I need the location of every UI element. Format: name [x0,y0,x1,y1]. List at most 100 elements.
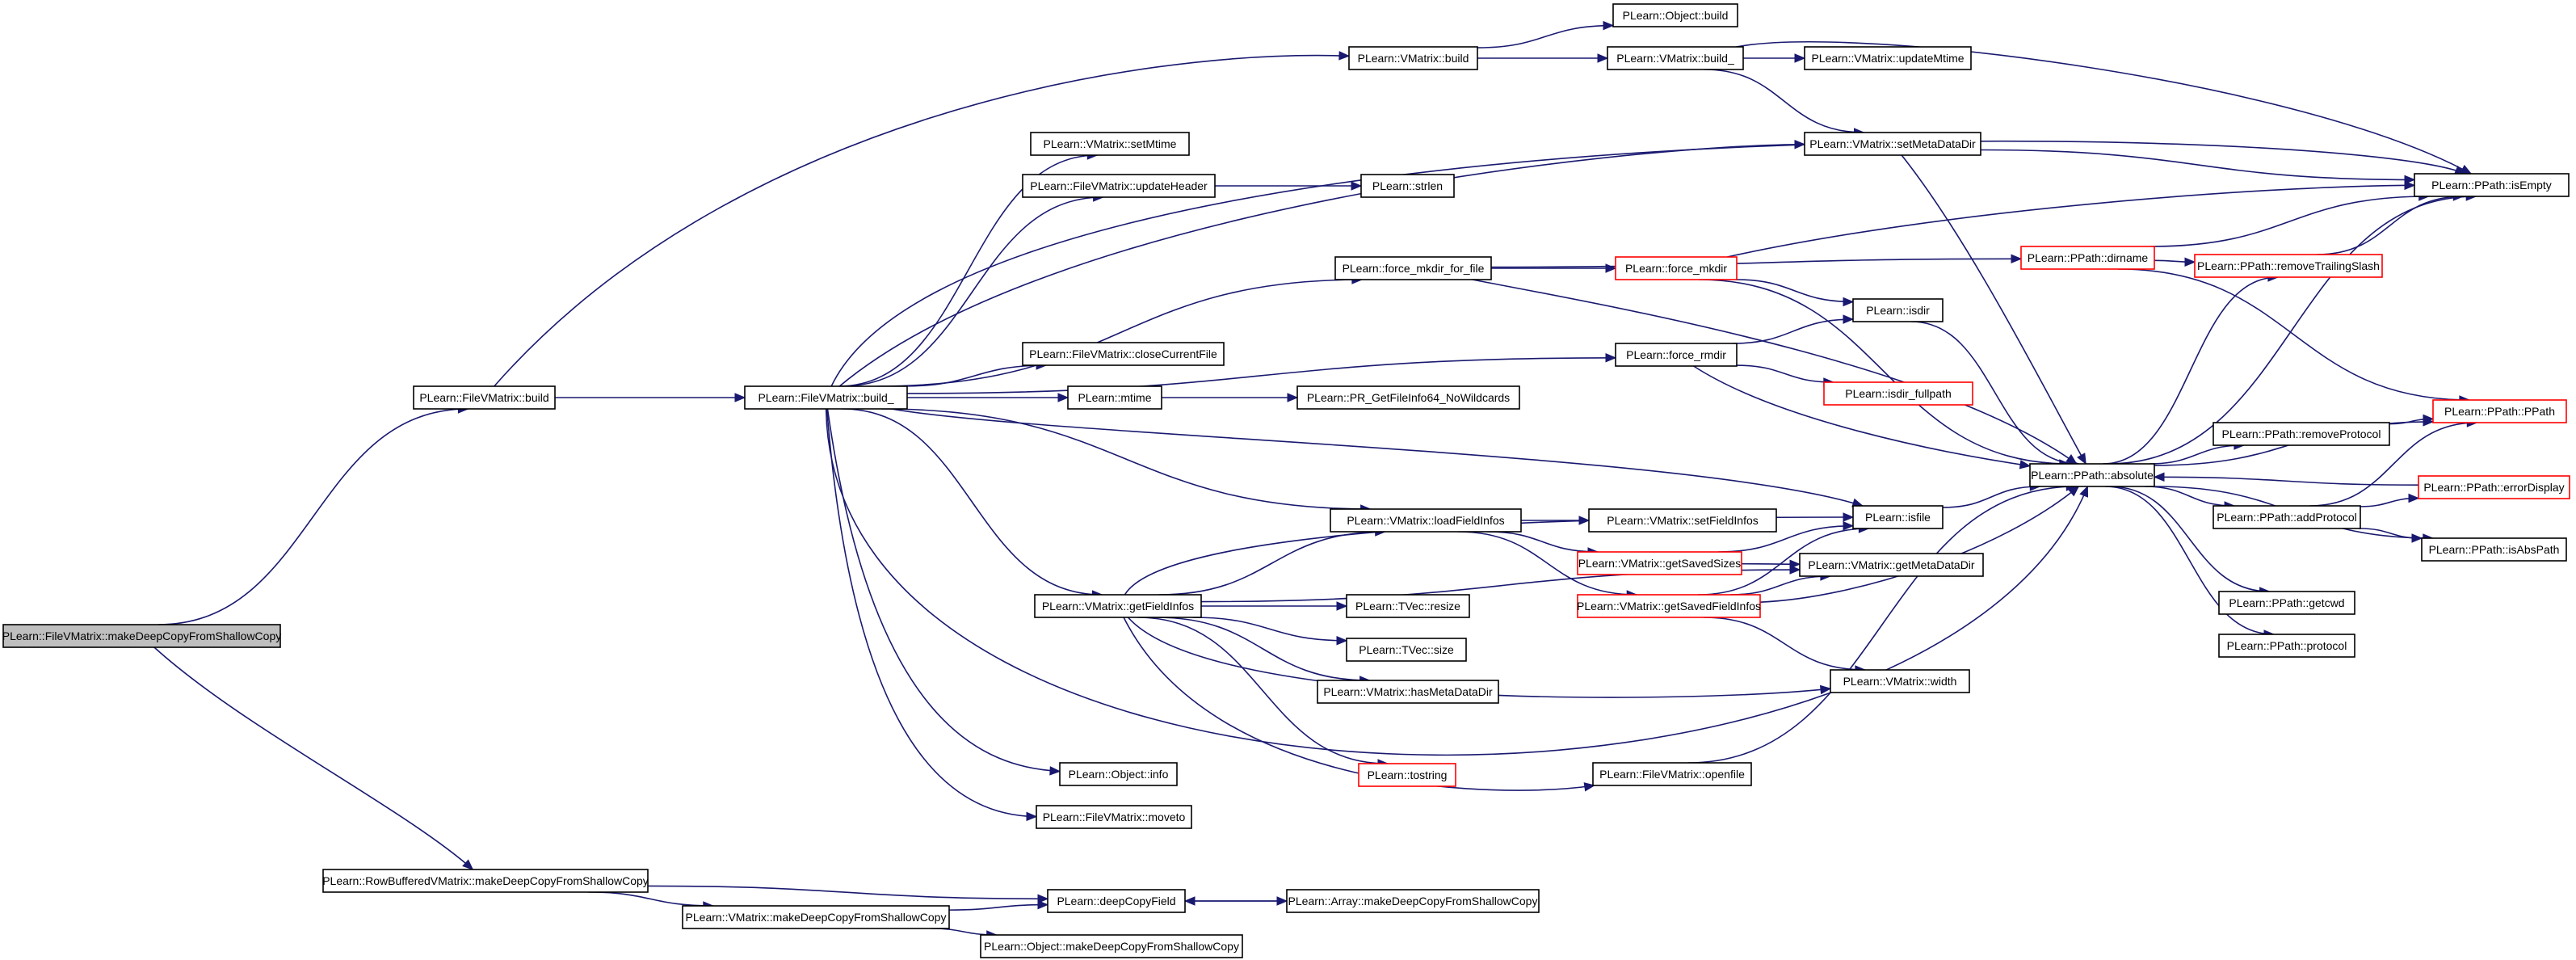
edge-line [1699,279,2070,465]
edge-line [1732,318,1854,344]
edge-n25-n37 [2109,486,2271,596]
edge-line [1472,279,2078,465]
edge-line [1727,184,2415,258]
node-n6[interactable]: PLearn::VMatrix::build_ [1607,46,1744,70]
edge-n4-n45 [826,408,1038,822]
edge-n47-n46 [1183,896,1287,906]
node-n41[interactable]: PLearn::VMatrix::hasMetaDataDir [1317,680,1499,704]
node-n19[interactable]: PLearn::isdir_fullpath [1823,381,1973,406]
node-n27[interactable]: PLearn::VMatrix::loadFieldInfos [1330,508,1522,533]
node-n33[interactable]: PLearn::VMatrix::getMetaDataDir [1799,553,1984,577]
edge-line [1192,617,1347,642]
node-box [1588,508,1777,533]
edge-line [2107,196,2477,465]
node-n38[interactable]: PLearn::TVec::size [1346,638,1467,662]
node-n9[interactable]: PLearn::PPath::isEmpty [2414,173,2570,197]
node-n3[interactable]: PLearn::VMatrix::build [1348,46,1478,70]
edge-n4-n9 [830,140,2466,387]
node-label: PLearn::PPath::removeTrailingSlash [2197,259,2380,272]
node-box [2029,463,2155,487]
node-n22[interactable]: PLearn::PR_GetFileInfo64_NoWildcards [1296,385,1520,410]
node-box [1823,381,1973,406]
edge-n34-n38 [1192,617,1348,646]
node-n47[interactable]: PLearn::Array::makeDeepCopyFromShallowCo… [1286,889,1540,913]
node-n13[interactable]: PLearn::force_mkdir_for_file [1334,256,1492,280]
node-n0[interactable]: PLearn::FileVMatrix::makeDeepCopyFromSha… [2,624,281,648]
node-n23[interactable]: PLearn::PPath::PPath [2432,399,2567,423]
edge-line [1901,154,2086,465]
node-box [1047,889,1186,913]
node-n28[interactable]: PLearn::VMatrix::setFieldInfos [1588,508,1777,533]
node-n40[interactable]: PLearn::VMatrix::width [1830,669,1970,693]
edge-line [2317,196,2464,255]
node-n42[interactable]: PLearn::tostring [1358,763,1456,787]
node-label: PLearn::TVec::size [1359,643,1454,656]
node-n4[interactable]: PLearn::FileVMatrix::build_ [744,385,908,410]
node-n16[interactable]: PLearn::PPath::removeTrailingSlash [2194,254,2383,278]
node-box [2432,399,2567,423]
edge-n32-n33 [1741,559,1801,569]
node-n44[interactable]: PLearn::FileVMatrix::openfile [1592,762,1752,786]
node-label: PLearn::VMatrix::width [1843,675,1957,688]
node-n25[interactable]: PLearn::PPath::absolute [2029,463,2155,487]
node-n45[interactable]: PLearn::FileVMatrix::moveto [1036,805,1192,829]
edge-line [1980,149,2415,181]
node-n36[interactable]: PLearn::TVec::resize [1346,594,1470,618]
node-n31[interactable]: PLearn::PPath::isAbsPath [2421,537,2567,562]
node-n21[interactable]: PLearn::mtime [1067,385,1162,410]
node-n39[interactable]: PLearn::PPath::protocol [2218,634,2355,658]
node-box [1577,594,1761,618]
node-n18[interactable]: PLearn::force_rmdir [1615,343,1738,367]
edge-line [1487,531,1599,553]
node-n1[interactable]: PLearn::FileVMatrix::build [413,385,556,410]
edge-n4-n18 [906,353,1617,394]
node-n17[interactable]: PLearn::isdir [1852,298,1944,322]
node-label: PLearn::TVec::resize [1355,600,1460,613]
edge-n21-n22 [1161,393,1299,402]
node-n15[interactable]: PLearn::PPath::dirname [2020,246,2155,270]
node-n29[interactable]: PLearn::isfile [1852,505,1944,529]
node-label: PLearn::PPath::isEmpty [2431,179,2552,192]
node-box [2213,422,2390,446]
node-n30[interactable]: PLearn::PPath::addProtocol [2213,505,2361,529]
node-label: PLearn::Object::build [1623,9,1729,22]
node-n49[interactable]: PLearn::Object::makeDeepCopyFromShallowC… [980,934,1243,958]
node-label: PLearn::PPath::getcwd [2229,596,2344,609]
node-n32[interactable]: PLearn::VMatrix::getSavedSizes [1577,551,1742,575]
node-box [1296,385,1520,410]
node-n34[interactable]: PLearn::VMatrix::getFieldInfos [1034,594,1202,618]
node-n46[interactable]: PLearn::deepCopyField [1047,889,1186,913]
node-label: PLearn::FileVMatrix::build_ [758,391,893,404]
node-n7[interactable]: PLearn::VMatrix::updateMtime [1804,46,1972,70]
edge-n34-n36 [1201,601,1348,611]
node-label: PLearn::mtime [1078,391,1151,404]
node-n48[interactable]: PLearn::VMatrix::makeDeepCopyFromShallow… [682,905,950,929]
node-n11[interactable]: PLearn::FileVMatrix::updateHeader [1022,174,1216,198]
node-label: PLearn::RowBufferedVMatrix::makeDeepCopy… [322,874,649,887]
node-n5[interactable]: PLearn::Object::build [1612,3,1738,27]
node-n20[interactable]: PLearn::FileVMatrix::closeCurrentFile [1022,342,1225,366]
edge-n0-n1 [158,404,469,625]
node-label: PLearn::strlen [1372,179,1443,192]
node-label: PLearn::PPath::addProtocol [2217,511,2357,524]
node-n26[interactable]: PLearn::PPath::errorDisplay [2418,475,2570,499]
node-n37[interactable]: PLearn::PPath::getcwd [2218,591,2355,615]
node-box [1612,3,1738,27]
edge-line [647,885,1048,900]
edge-line [1687,486,2077,764]
node-n14[interactable]: PLearn::force_mkdir [1615,256,1738,280]
edge-n18-n25 [1693,365,2032,469]
node-box [1799,553,1984,577]
node-box [2418,475,2570,499]
node-box [1286,889,1540,913]
node-n35[interactable]: PLearn::VMatrix::getSavedFieldInfos [1577,594,1761,618]
node-n2[interactable]: PLearn::RowBufferedVMatrix::makeDeepCopy… [322,869,649,893]
node-box [322,869,649,893]
node-n10[interactable]: PLearn::VMatrix::setMtime [1030,132,1190,156]
node-n24[interactable]: PLearn::PPath::removeProtocol [2213,422,2390,446]
node-n43[interactable]: PLearn::Object::info [1059,762,1178,786]
node-n8[interactable]: PLearn::VMatrix::setMetaDataDir [1804,132,1981,156]
node-n12[interactable]: PLearn::strlen [1360,174,1455,198]
arrowhead [1057,393,1069,402]
